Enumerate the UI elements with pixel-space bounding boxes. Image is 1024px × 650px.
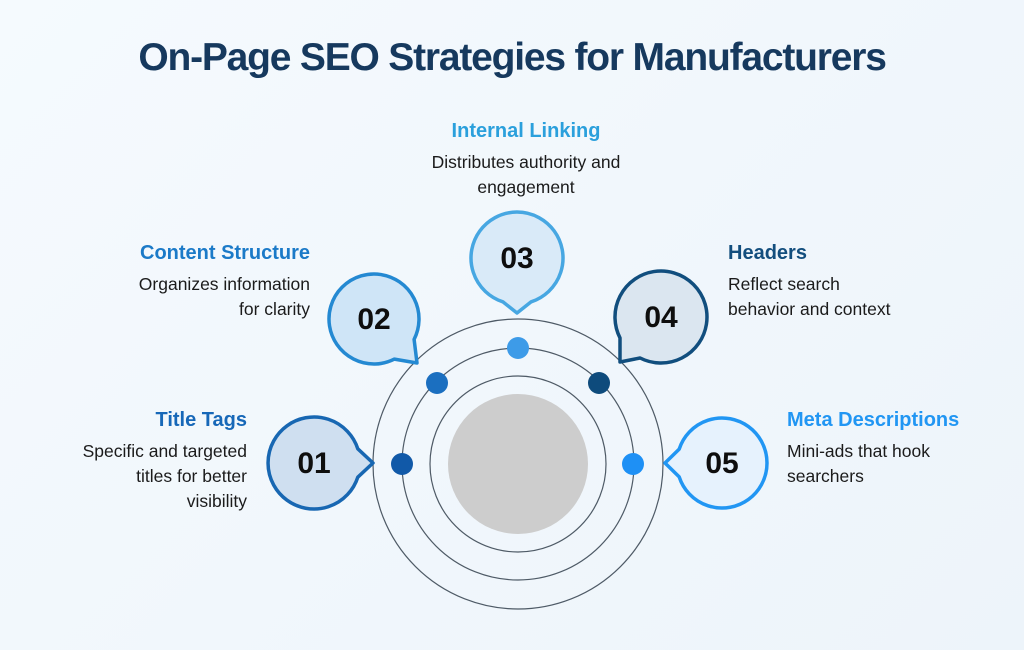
item-description-headers: Reflect search behavior and context xyxy=(728,274,891,319)
ring-inner xyxy=(429,375,607,553)
bubble-number-05: 05 xyxy=(705,447,738,480)
bubble-meta-descriptions xyxy=(663,416,769,510)
item-description-internal-linking: Distributes authority and engagement xyxy=(431,152,621,197)
item-heading-title-tags: Title Tags xyxy=(155,409,247,431)
dot-content-structure xyxy=(426,372,448,394)
dot-meta-descriptions xyxy=(622,453,644,475)
bubble-headers xyxy=(613,269,709,365)
item-description-meta-descriptions: Mini-ads that hook searchers xyxy=(787,441,930,486)
item-label-title-tags: Title Tags Specific and targeted titles … xyxy=(27,407,247,514)
item-heading-meta-descriptions: Meta Descriptions xyxy=(787,409,960,431)
center-circle xyxy=(448,394,588,534)
item-heading-headers: Headers xyxy=(728,242,807,264)
bubble-content-structure xyxy=(327,272,421,366)
bubble-number-02: 02 xyxy=(357,303,390,336)
item-label-content-structure: Content Structure Organizes information … xyxy=(90,240,310,322)
item-heading-internal-linking: Internal Linking xyxy=(451,120,601,142)
bubble-number-03: 03 xyxy=(500,242,533,275)
bubble-internal-linking xyxy=(469,210,565,315)
item-label-internal-linking: Internal Linking Distributes authority a… xyxy=(366,118,686,200)
item-description-title-tags: Specific and targeted titles for better … xyxy=(82,441,247,511)
dot-headers xyxy=(588,372,610,394)
item-label-headers: Headers Reflect search behavior and cont… xyxy=(728,240,968,322)
item-label-meta-descriptions: Meta Descriptions Mini-ads that hook sea… xyxy=(787,407,1007,489)
item-heading-content-structure: Content Structure xyxy=(140,242,310,264)
bubble-number-01: 01 xyxy=(297,447,330,480)
bubble-number-04: 04 xyxy=(644,301,678,334)
item-description-content-structure: Organizes information for clarity xyxy=(138,274,310,319)
dot-title-tags xyxy=(391,453,413,475)
dot-internal-linking xyxy=(507,337,529,359)
bubble-title-tags xyxy=(266,415,375,511)
page-title: On-Page SEO Strategies for Manufacturers xyxy=(138,36,887,79)
